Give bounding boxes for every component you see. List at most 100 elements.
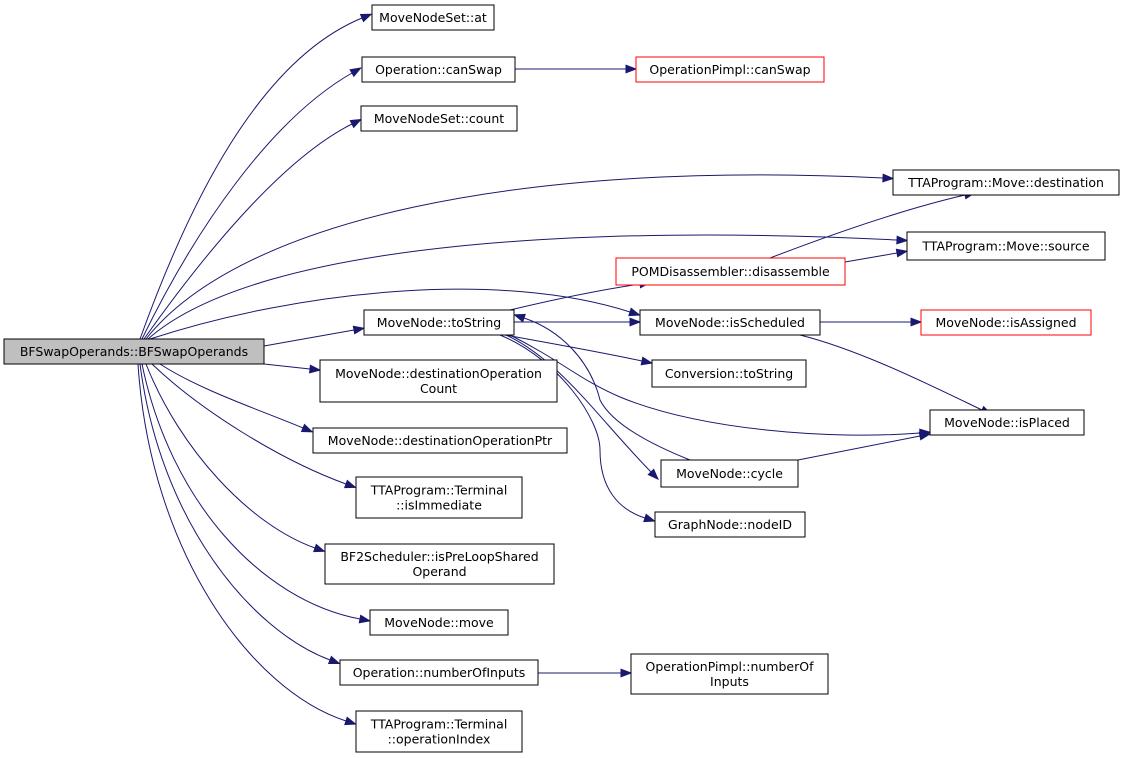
node-at[interactable]: MoveNodeSet::at [371,4,495,31]
arrowhead [647,468,659,481]
edge-disassemble-to-source [844,248,909,263]
arrowhead [620,668,633,678]
node-label: MoveNode::isPlaced [944,415,1070,430]
node-label: MoveNode::isScheduled [655,315,805,330]
node-pimplNumberOfInputs[interactable]: OperationPimpl::numberOfInputs [630,653,829,695]
edge-line [799,334,983,411]
edge-root-to-canSwap [141,67,362,340]
node-isImmediate[interactable]: TTAProgram::Terminal::isImmediate [355,476,523,519]
arrowhead [513,313,526,323]
node-box [319,359,558,403]
arrowhead [640,356,654,366]
node-destOpPtr[interactable]: MoveNode::destinationOperationPtr [312,427,568,454]
node-label: TTAProgram::Move::destination [907,175,1104,190]
node-label: Conversion::toString [665,366,793,381]
node-box [660,459,799,488]
edge-toString-to-cycle [505,334,659,481]
edge-line [141,72,353,340]
node-label: TTAProgram::Terminal [370,717,508,732]
node-nodeID[interactable]: GraphNode::nodeID [654,511,806,538]
node-label: TTAProgram::Terminal [370,483,508,498]
edge-line [504,334,643,362]
node-box [361,56,516,83]
node-isAssigned[interactable]: MoveNode::isAssigned [920,309,1092,336]
edge-line [523,317,691,461]
edge-toString-to-isScheduled [514,317,642,327]
node-convToString[interactable]: Conversion::toString [651,359,807,388]
node-cycle[interactable]: MoveNode::cycle [660,459,799,488]
edges-layer [137,13,993,726]
node-box [635,56,825,83]
node-source[interactable]: TTAProgram::Move::source [906,231,1106,261]
edge-line [769,194,966,259]
node-label: MoveNode::destinationOperation [335,366,542,381]
node-label: POMDisassembler::disassemble [631,264,830,279]
edge-root-to-source [147,234,909,340]
node-label: OperationPimpl::canSwap [649,62,810,77]
edge-line [139,17,363,340]
node-label: MoveNodeSet::count [374,111,504,126]
node-box [371,4,495,31]
node-label: MoveNode::cycle [676,466,783,481]
edge-line [141,363,361,620]
node-isScheduled[interactable]: MoveNode::isScheduled [639,309,821,336]
node-label: MoveNodeSet::at [379,10,487,25]
arrowhead [313,543,326,553]
node-label: TTAProgram::Move::source [921,239,1090,254]
arrowhead [895,248,909,258]
node-box [615,257,846,286]
edge-line [149,288,631,340]
node-label: BFSwapOperands::BFSwapOperands [20,344,248,359]
node-box [651,359,807,388]
node-operationIndex[interactable]: TTAProgram::Terminal::operationIndex [355,710,523,753]
edge-line [159,363,304,429]
edge-line [844,252,898,263]
node-numberOfInputs[interactable]: Operation::numberOfInputs [339,659,539,686]
node-box [339,659,539,686]
node-box [324,543,555,585]
arrowhead [643,513,656,523]
node-label: MoveNode::isAssigned [935,315,1076,330]
arrowhead [896,235,909,245]
arrowhead [358,614,372,624]
edge-isScheduled-to-isAssigned [820,317,923,327]
edge-line [137,363,347,722]
node-pimplCanSwap[interactable]: OperationPimpl::canSwap [635,56,825,83]
edge-line [147,234,898,340]
arrowhead [309,364,322,374]
edge-root-to-isPreLoop [145,363,326,553]
node-count[interactable]: MoveNodeSet::count [360,105,518,132]
edge-root-to-move [141,363,372,624]
node-label: Operation::canSwap [375,62,502,77]
node-move[interactable]: MoveNode::move [369,609,509,636]
arrowhead [882,173,895,183]
node-isPlaced[interactable]: MoveNode::isPlaced [929,409,1085,436]
arrowhead [629,317,642,327]
arrowhead [344,716,357,726]
edge-cycle-to-toString [513,313,691,461]
edge-root-to-destination [145,173,895,340]
node-toString[interactable]: MoveNode::toString [363,309,515,336]
edge-numberOfInputs-to-pimplNumberOfInputs [538,668,633,678]
node-label: BF2Scheduler::isPreLoopShared [340,549,538,564]
node-label: Inputs [710,674,749,689]
node-label: Operand [412,564,466,579]
node-box [630,653,829,695]
node-disassemble[interactable]: POMDisassembler::disassemble [615,257,846,286]
node-box [906,231,1106,261]
node-canSwap[interactable]: Operation::canSwap [361,56,516,83]
arrowhead [349,67,362,78]
node-label: MoveNode::toString [377,315,501,330]
edge-root-to-numberOfInputs [139,363,341,665]
arrowhead [628,307,641,317]
edge-cycle-to-isPlaced [797,431,932,461]
edge-canSwap-to-pimplCanSwap [515,64,638,74]
node-destination[interactable]: TTAProgram::Move::destination [892,169,1120,196]
node-box [929,409,1085,436]
node-root[interactable]: BFSwapOperands::BFSwapOperands [3,338,265,365]
arrowhead [300,423,314,433]
edge-line [145,174,884,340]
